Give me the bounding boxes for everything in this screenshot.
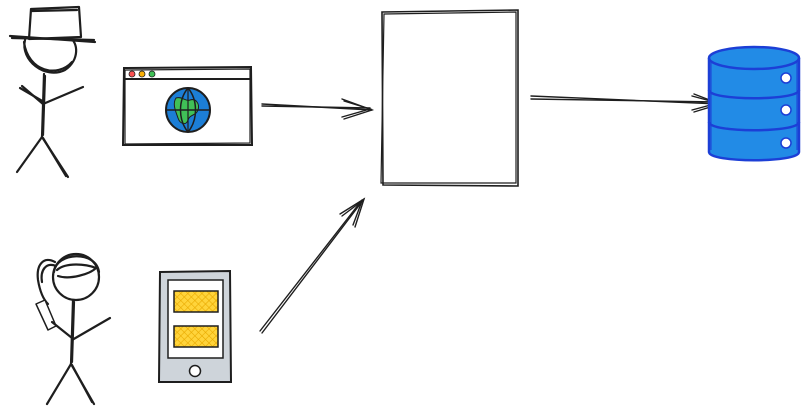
window-close-dot — [128, 70, 136, 78]
phone-home-button — [188, 364, 202, 378]
database-icon — [707, 45, 801, 162]
person-with-hat-icon — [8, 5, 97, 179]
db-indicator-bottom — [780, 137, 792, 149]
db-indicator-middle — [780, 104, 792, 116]
globe-icon — [165, 87, 211, 133]
arrow-phone-to-server — [259, 197, 366, 334]
window-maximize-dot — [148, 70, 156, 78]
browser-window-icon — [121, 65, 254, 146]
arrow-server-to-database — [530, 93, 723, 113]
db-indicator-top — [780, 72, 792, 84]
arrow-browser-to-server — [261, 98, 375, 120]
window-minimize-dot — [138, 70, 146, 78]
phone-card-bottom — [173, 325, 219, 348]
server-box — [380, 9, 519, 187]
phone-card-top — [173, 290, 219, 313]
mobile-phone-icon — [157, 269, 233, 383]
person-with-ponytail-icon — [35, 252, 112, 406]
